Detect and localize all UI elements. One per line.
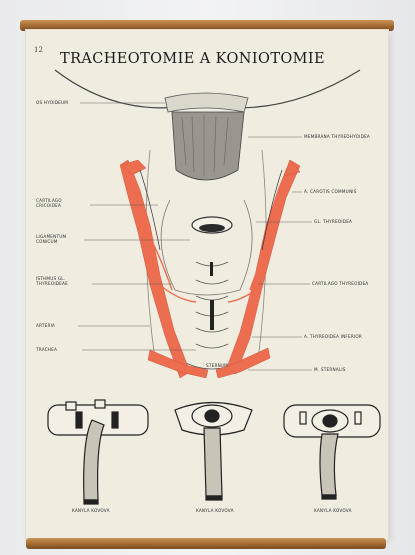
bottom-hanging-rod — [26, 538, 386, 549]
cannula-left — [48, 400, 148, 504]
label-left-3: LIGAMENTUM CONICUM — [36, 234, 82, 244]
label-right-1: MEMBRANA THYREOHYOIDEA — [304, 134, 370, 139]
thyroid-gland — [161, 200, 252, 295]
label-left-5: ARTERIA — [36, 323, 55, 328]
label-left-6: TRACHEA — [36, 347, 57, 352]
label-left-1: OS HYOIDEUM — [36, 100, 68, 105]
cannula-right — [284, 405, 380, 499]
label-right-2: A. CAROTIS COMMUNIS — [304, 189, 357, 194]
label-right-5: A. THYREOIDEA INFERIOR — [304, 334, 362, 339]
label-right-4: CARTILAGO THYREOIDEA — [312, 281, 368, 286]
cannula-middle — [175, 403, 252, 501]
cannula-caption-middle: KANYLA KOVOVA — [196, 508, 234, 513]
label-right-6: M. STERNALIS — [314, 367, 346, 372]
hyoid-bone — [165, 93, 248, 112]
cannula-caption-left: KANYLA KOVOVA — [72, 508, 110, 513]
label-right-3: GL. THYREOIDEA — [314, 219, 352, 224]
cannula-caption-right: KANYLA KOVOVA — [314, 508, 352, 513]
thyroid-cartilage — [172, 112, 244, 180]
incision-mark-lower — [210, 300, 214, 330]
label-left-4: ISTHMUS GL. THYREOIDEAE — [36, 276, 86, 286]
label-sternum: STERNUM — [206, 363, 228, 368]
incision-mark-upper — [210, 262, 213, 276]
label-left-2: CARTILAGO CRICOIDEA — [36, 198, 86, 208]
